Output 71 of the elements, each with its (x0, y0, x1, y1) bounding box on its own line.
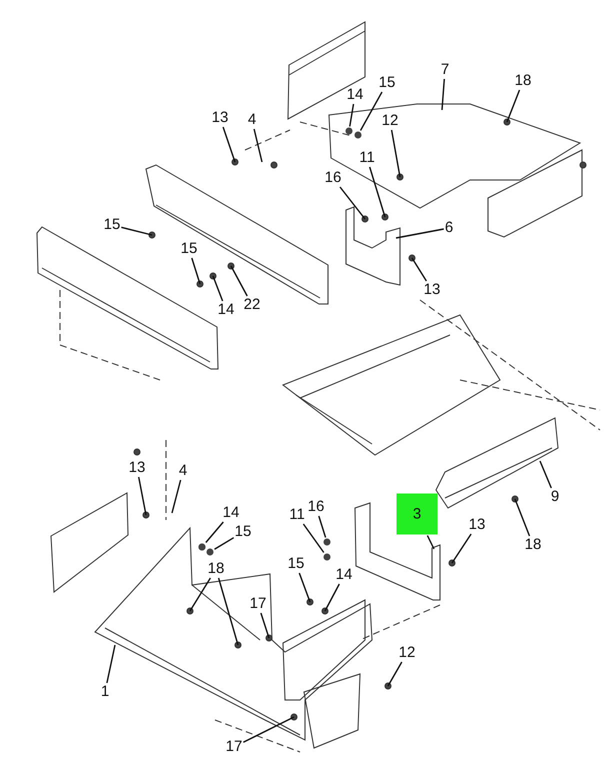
highlighted-callout-number: 3 (396, 494, 438, 534)
callout-number: 16 (324, 170, 342, 186)
callout-number: 13 (128, 460, 146, 476)
leader-line (260, 612, 270, 638)
leader-line (318, 516, 326, 538)
callout-number: 1 (100, 684, 110, 700)
leader-line (441, 78, 445, 110)
callout-number: 4 (178, 463, 188, 479)
callout-number: 4 (248, 112, 256, 128)
callout-number: 15 (378, 75, 396, 91)
callout-number: 17 (250, 596, 266, 612)
callout-number: 18 (208, 561, 224, 577)
leader-line (212, 276, 224, 302)
callout-number: 13 (468, 517, 486, 533)
callout-number: 18 (524, 537, 542, 553)
callout-number: 22 (244, 297, 260, 313)
fastener-icon (354, 132, 362, 138)
leader-line (222, 126, 236, 162)
callout-number: 13 (424, 282, 440, 298)
callout-number: 18 (514, 73, 532, 89)
leader-line (171, 480, 182, 514)
callout-number: 14 (336, 567, 352, 583)
callout-number: 15 (234, 524, 252, 540)
leader-line (514, 498, 530, 536)
leader-line (106, 644, 116, 684)
callout-number: 13 (212, 110, 228, 126)
leader-line (121, 226, 152, 236)
fastener-icon (198, 544, 206, 550)
leader-line (396, 228, 444, 239)
leader-line (253, 128, 263, 162)
leader-line (242, 716, 294, 743)
leader-line (369, 166, 386, 218)
callout-number: 14 (218, 302, 234, 318)
callout-number: 14 (222, 505, 240, 521)
callout-number: 16 (308, 499, 324, 515)
callout-number: 7 (440, 62, 450, 78)
leader-line (506, 90, 520, 122)
leader-line (138, 476, 147, 516)
callout-number: 15 (180, 241, 198, 257)
leader-line (426, 535, 435, 550)
leader-line (205, 522, 224, 543)
leader-line (539, 460, 552, 488)
callout-number: 11 (359, 150, 375, 166)
fastener-icon (324, 554, 330, 560)
callout-number: 12 (398, 645, 416, 661)
leader-line (390, 130, 401, 178)
callout-number: 14 (346, 87, 364, 103)
fastener-icon (206, 548, 214, 556)
leader-line (191, 258, 201, 284)
leader-line (302, 524, 324, 553)
fastener-icon (324, 538, 330, 546)
leader-line (214, 537, 234, 550)
leader-line (218, 578, 239, 646)
fastener-icon (346, 128, 352, 134)
leader-line (387, 662, 402, 686)
leader-line (451, 534, 472, 564)
callout-number: 11 (289, 507, 305, 523)
leader-line (324, 584, 340, 612)
callout-number: 15 (104, 217, 120, 233)
leader-line (298, 572, 311, 602)
leader-line (230, 266, 248, 296)
callout-number: 9 (550, 489, 560, 505)
leader-line (411, 258, 427, 282)
callout-number: 12 (382, 113, 398, 129)
leader-line (360, 92, 383, 131)
callout-number: 6 (444, 220, 454, 236)
leader-line (349, 104, 354, 127)
leader-line (189, 578, 211, 612)
leader-line (339, 186, 366, 220)
callout-number: 17 (226, 739, 242, 755)
callout-number: 15 (288, 556, 304, 572)
